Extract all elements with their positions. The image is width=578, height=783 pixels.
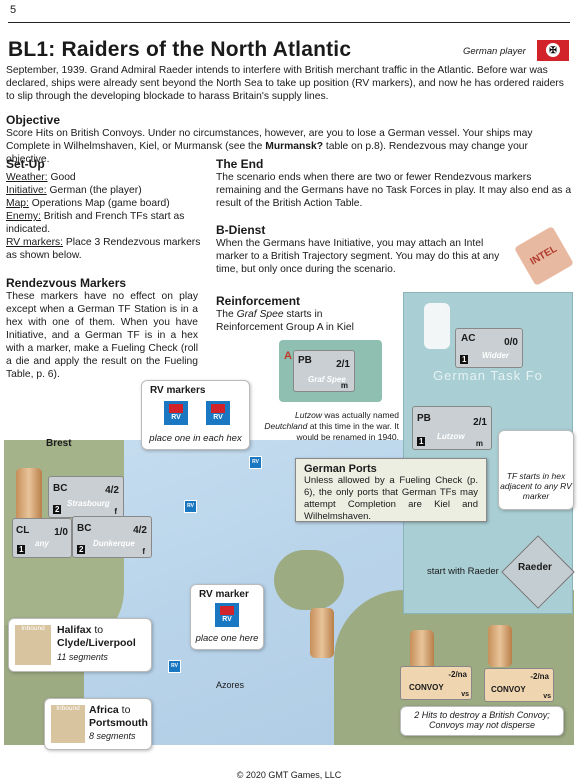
- header-rule: [8, 22, 570, 23]
- bdienst-text: When the Germans have Initiative, you ma…: [216, 238, 500, 275]
- intro-paragraph: September, 1939. Grand Admiral Raeder in…: [6, 65, 564, 102]
- setup-section: Set-Up Weather: Good Initiative: German …: [6, 157, 206, 262]
- convoy-counter-2[interactable]: -2/na CONVOY vs: [484, 668, 554, 702]
- bdienst-section: B-Dienst When the Germans have Initiativ…: [216, 223, 516, 276]
- counter-cl-any[interactable]: CL 1/0 1 any: [12, 518, 72, 558]
- azores-label: Azores: [216, 680, 245, 690]
- rendezvous-text: These markers have no effect on play exc…: [6, 291, 198, 380]
- objective-text: Score Hits on British Convoys. Under no …: [6, 128, 533, 165]
- objective-heading: Objective: [6, 113, 61, 127]
- reinforcement-slot: [424, 303, 450, 349]
- setup-heading: Set-Up: [6, 157, 45, 171]
- start-raeder-label: start with Raeder: [427, 566, 499, 577]
- reinforcement-section: Reinforcement The Graf Spee starts in Re…: [216, 294, 391, 334]
- brest-label: Brest: [46, 438, 72, 449]
- tf-starts-note: TF starts in hex adjacent to any RV mark…: [498, 430, 574, 510]
- counter-lutzow[interactable]: PB 2/1 1 Lutzow m: [412, 406, 492, 450]
- german-ports-box: German Ports Unless allowed by a Fueling…: [295, 458, 487, 522]
- counter-dunkerque[interactable]: BC 4/2 2 Dunkerque f: [72, 516, 152, 558]
- convoy-cylinder-2: [488, 625, 512, 667]
- page-title: BL1: Raiders of the North Atlantic: [8, 38, 352, 61]
- counter-strasbourg[interactable]: BC 4/2 2 Strasbourg f: [48, 476, 124, 518]
- the-end-text: The scenario ends when there are two or …: [216, 172, 572, 209]
- counter-graf-spee[interactable]: PB 2/1 Graf Spee m: [293, 350, 355, 392]
- convoy-counter-1[interactable]: -2/na CONVOY vs: [400, 666, 472, 700]
- player-label: German player: [463, 46, 526, 57]
- bdienst-heading: B-Dienst: [216, 223, 266, 237]
- africa-callout: Inbound Africa to Portsmouth 8 segments: [44, 698, 152, 750]
- objective-section: Objective Score Hits on British Convoys.…: [6, 113, 574, 166]
- convoy-cylinder-1: [410, 630, 434, 670]
- the-end-section: The End The scenario ends when there are…: [216, 157, 574, 210]
- raeder-label: Raeder: [518, 562, 552, 573]
- lutzow-note: Lutzow was actually named Deutchland at …: [264, 410, 399, 442]
- convoy-note: 2 Hits to destroy a British Convoy; Conv…: [400, 706, 564, 736]
- rendezvous-section: Rendezvous Markers These markers have no…: [6, 276, 198, 381]
- page-number: 5: [10, 4, 17, 16]
- rv-markers-callout: RV markers RV RV place one in each hex: [141, 380, 250, 450]
- task-force-cylinder: [16, 468, 42, 526]
- footer-copyright: © 2020 GMT Games, LLC: [236, 770, 342, 780]
- counter-widder[interactable]: AC 0/0 1 Widder: [455, 328, 523, 368]
- rv-marker-callout: RV marker RV place one here: [190, 584, 264, 650]
- reinforcement-heading: Reinforcement: [216, 294, 301, 308]
- rv-marker-2[interactable]: RV: [184, 500, 197, 513]
- intel-marker-icon: INTEL: [513, 225, 575, 287]
- rv-marker-3[interactable]: RV: [168, 660, 181, 673]
- panel-title: German Task Fo: [433, 368, 543, 383]
- halifax-callout: Inbound Halifax to Clyde/Liverpool 11 se…: [8, 618, 152, 672]
- german-flag-icon: ✠: [537, 40, 569, 61]
- rv-marker-1[interactable]: RV: [249, 456, 262, 469]
- rendezvous-heading: Rendezvous Markers: [6, 276, 127, 290]
- task-force-cylinder-2: [310, 608, 334, 658]
- the-end-heading: The End: [216, 157, 264, 171]
